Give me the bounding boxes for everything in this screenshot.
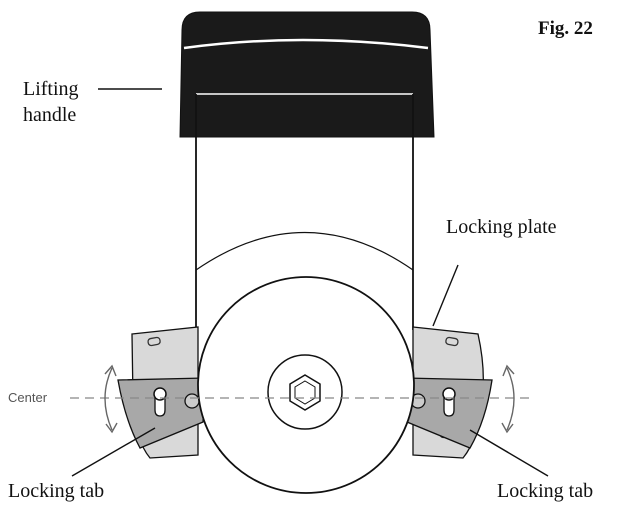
- locking-tab-right-label: Locking tab: [497, 480, 593, 502]
- leader-lines: [71, 88, 549, 477]
- lifting-handle: [179, 11, 435, 138]
- wheel: [197, 276, 415, 494]
- locking-plate-label: Locking plate: [446, 216, 557, 238]
- lifting-handle-label-line2: handle: [23, 104, 76, 126]
- lifting-handle-label-line1: Lifting: [23, 78, 79, 100]
- housing-body: [195, 94, 414, 330]
- figure-label: Fig. 22: [538, 18, 593, 39]
- locking-tab-left-label: Locking tab: [8, 480, 104, 502]
- right-rotation-arrow: [501, 364, 515, 434]
- left-rotation-arrow: [104, 364, 118, 434]
- center-label: Center: [8, 390, 48, 405]
- left-locking-tab: [117, 377, 206, 449]
